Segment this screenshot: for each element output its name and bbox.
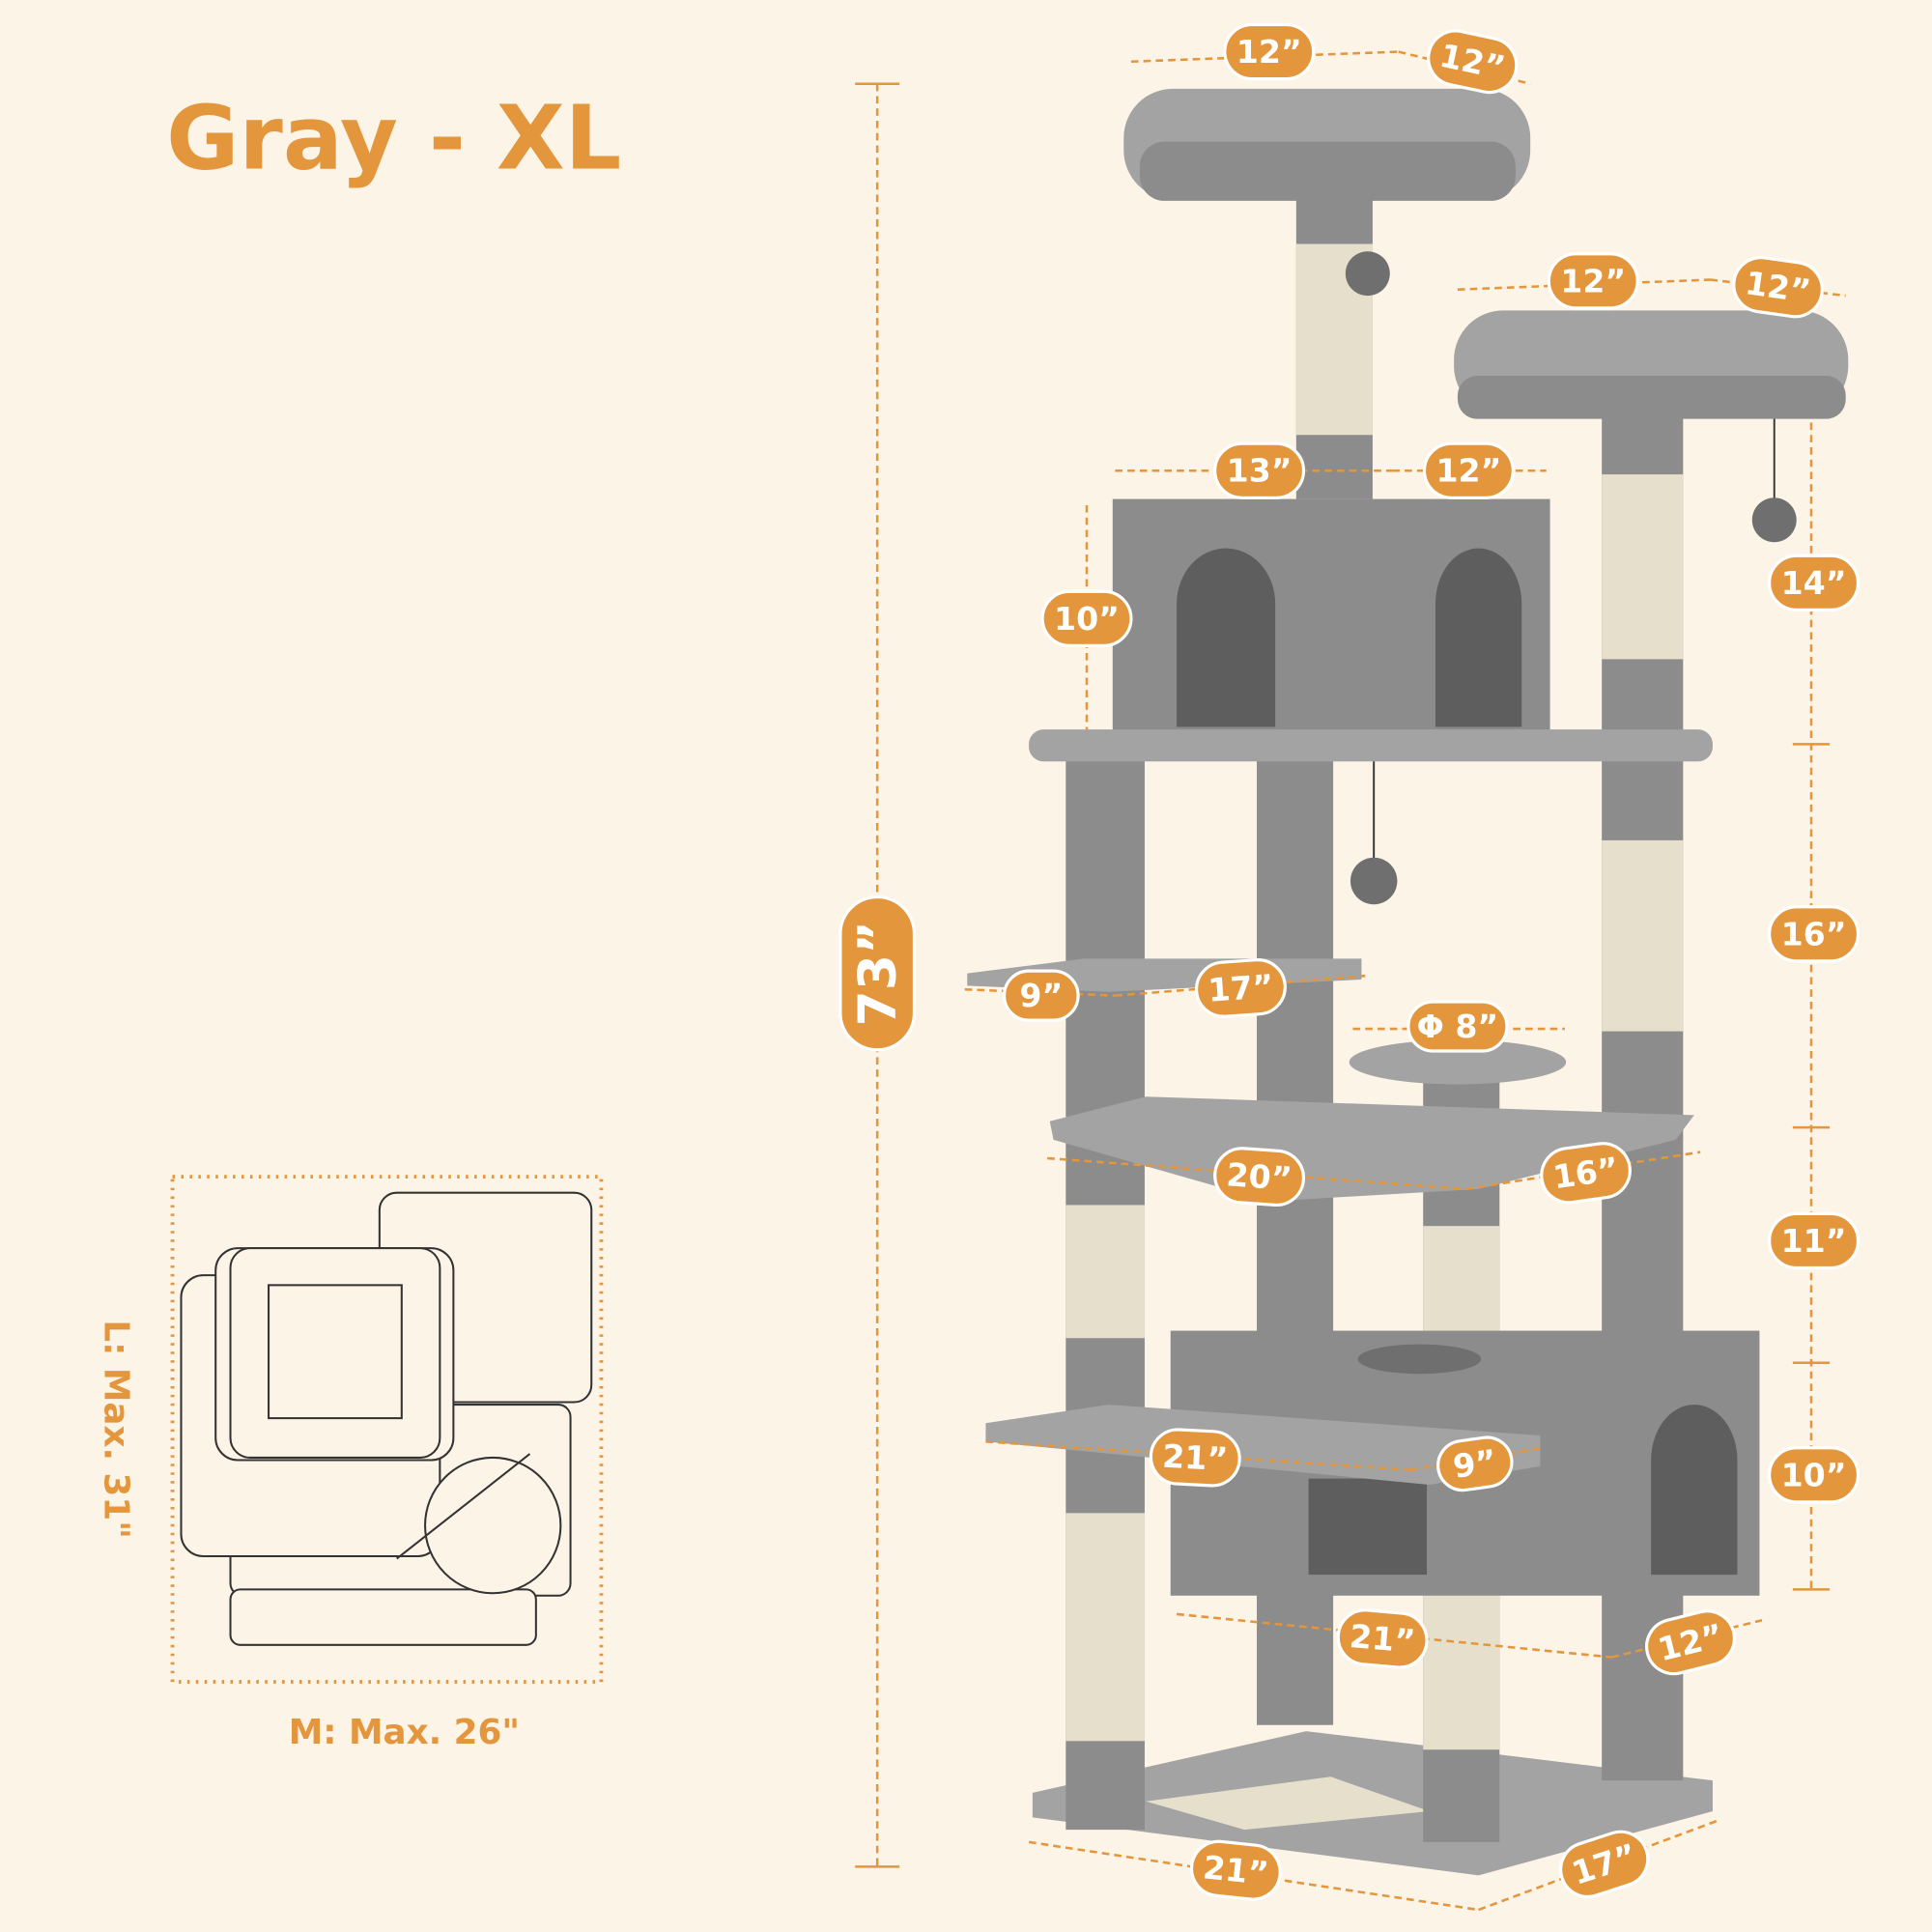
footprint-diagram: M: Max. 26" L: Max. 31"	[96, 1175, 604, 1752]
dim-label-right-post-upper: 14”	[1781, 564, 1847, 602]
dim-label-hammock-width: 20”	[1225, 1155, 1293, 1198]
footprint-width-label: M: Max. 26"	[289, 1713, 520, 1752]
dim-label-round-platform-diameter: Φ 8”	[1417, 1008, 1499, 1045]
dim-label-right-perch-width: 12”	[1560, 262, 1626, 299]
dim-label-small-step-depth: 9”	[1019, 977, 1063, 1014]
footprint-length-label: L: Max. 31"	[96, 1320, 135, 1538]
dim-label-right-perch-depth: 12”	[1743, 264, 1813, 310]
product-title: Gray - XL	[166, 87, 621, 190]
dim-label-base-width: 21”	[1202, 1848, 1271, 1892]
dimension-labels: 12” 12” 12” 12” 13” 12” 10” 14” 16” 9” 1…	[1002, 22, 1861, 1901]
dim-label-lower-platform-depth: 9”	[1451, 1442, 1499, 1486]
dim-label-lower-condo-width: 21”	[1349, 1617, 1417, 1661]
dim-label-right-post-middle: 16”	[1781, 915, 1847, 952]
total-height-indicator: 73”	[838, 82, 917, 1868]
dim-label-condo-depth: 12”	[1435, 452, 1501, 490]
dim-label-hammock-depth: 16”	[1550, 1150, 1621, 1196]
cat-tree-illustration	[967, 88, 1849, 1876]
dim-label-condo-height: 10”	[1054, 600, 1120, 638]
dim-label-top-perch-width: 12”	[1236, 33, 1302, 71]
dim-label-right-post-lower: 11”	[1781, 1222, 1847, 1260]
dim-label-condo-width: 13”	[1227, 452, 1293, 490]
total-height-label: 73”	[847, 921, 908, 1027]
dim-label-lower-platform-width: 21”	[1161, 1437, 1229, 1479]
dim-label-small-step-width: 17”	[1207, 967, 1274, 1009]
dim-label-lower-condo-height: 10”	[1781, 1456, 1847, 1493]
